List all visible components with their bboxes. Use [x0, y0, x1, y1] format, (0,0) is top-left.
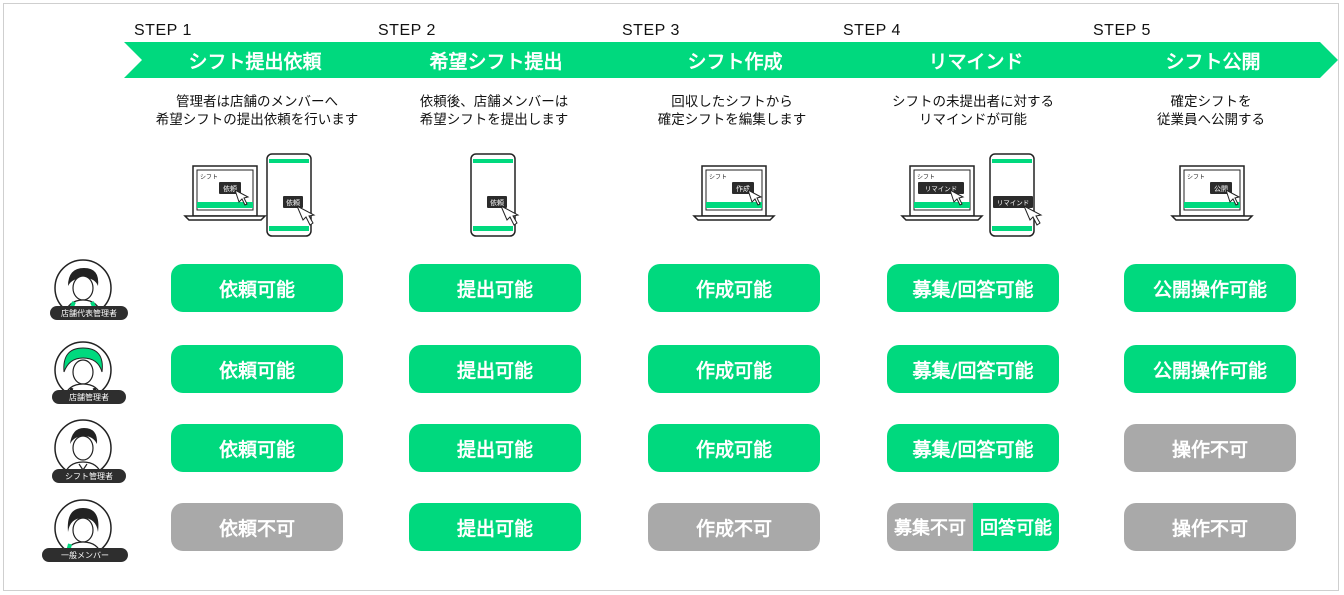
permission-r1-s3: 作成可能 [648, 264, 820, 312]
phone-icon: リマインド [989, 153, 1043, 237]
permission-r1-s2: 提出可能 [409, 264, 581, 312]
svg-text:シフト: シフト [1187, 174, 1205, 181]
step-5-label: STEP 5 [1093, 22, 1151, 39]
permission-r2-s5: 公開操作可能 [1124, 345, 1296, 393]
permission-r2-s3: 作成可能 [648, 345, 820, 393]
step-1-title: シフト提出依頼 [188, 50, 322, 73]
svg-text:シフト: シフト [200, 174, 218, 181]
permission-r4-s4-recruit: 募集不可 [887, 503, 973, 551]
step-3-label: STEP 3 [622, 22, 680, 39]
step-1-description: 管理者は店舗のメンバーへ希望シフトの提出依頼を行います [155, 94, 359, 128]
permission-r2-s1: 依頼可能 [171, 345, 343, 393]
permission-r3-s2: 提出可能 [409, 424, 581, 472]
svg-text:シフト: シフト [709, 174, 727, 181]
step-2-title: 希望シフト提出 [429, 50, 563, 73]
svg-text:依頼: 依頼 [286, 198, 300, 207]
permission-r1-s1: 依頼可能 [171, 264, 343, 312]
step-5-title: シフト公開 [1165, 50, 1261, 73]
step-2-chevron: 希望シフト提出 [366, 42, 626, 78]
step-5-description: 確定シフトを従業員へ公開する [1157, 94, 1265, 128]
permission-r3-s1: 依頼可能 [171, 424, 343, 472]
svg-text:シフト: シフト [917, 174, 935, 181]
svg-text:依頼: 依頼 [223, 184, 237, 193]
step-2-label: STEP 2 [378, 22, 436, 39]
svg-text:作成: 作成 [736, 184, 750, 193]
phone-icon: 依頼 [470, 153, 520, 237]
step-4-description: シフトの未提出者に対するリマインドが可能 [892, 94, 1054, 128]
permission-r3-s3: 作成可能 [648, 424, 820, 472]
permission-r4-s4-answer: 回答可能 [973, 503, 1059, 551]
role-shift-manager: シフト管理者 [52, 469, 126, 483]
step-4-label: STEP 4 [843, 22, 901, 39]
svg-text:依頼: 依頼 [490, 198, 504, 207]
step-3-description: 回収したシフトから確定シフトを編集します [657, 94, 807, 128]
permission-r4-s3: 作成不可 [648, 503, 820, 551]
step-1-label: STEP 1 [134, 22, 192, 39]
permission-r4-s5: 操作不可 [1124, 503, 1296, 551]
laptop-icon: シフト 作成 [692, 165, 776, 221]
permission-r3-s4: 募集/回答可能 [887, 424, 1059, 472]
permission-r4-s4: 募集不可 回答可能 [887, 503, 1059, 551]
step-1-illustration: シフト 依頼 依頼 [183, 153, 316, 237]
step-3-title: シフト作成 [687, 50, 783, 73]
permission-r2-s4: 募集/回答可能 [887, 345, 1059, 393]
permission-r4-s1: 依頼不可 [171, 503, 343, 551]
step-4-illustration: シフト リマインド リマインド [900, 153, 1043, 237]
phone-icon: 依頼 [266, 153, 316, 237]
step-5-illustration: シフト 公開 [1170, 165, 1254, 221]
step-1-chevron: シフト提出依頼 [124, 42, 386, 78]
permission-r2-s2: 提出可能 [409, 345, 581, 393]
step-4-chevron: リマインド [844, 42, 1108, 78]
permission-r4-s2: 提出可能 [409, 503, 581, 551]
svg-text:公開: 公開 [1214, 185, 1228, 193]
permission-r1-s4: 募集/回答可能 [887, 264, 1059, 312]
step-2-illustration: 依頼 [470, 153, 520, 237]
svg-text:リマインド: リマインド [925, 185, 958, 193]
svg-text:リマインド: リマインド [997, 199, 1030, 207]
permission-r3-s5: 操作不可 [1124, 424, 1296, 472]
laptop-icon: シフト 依頼 [183, 165, 267, 221]
step-5-chevron: シフト公開 [1088, 42, 1338, 78]
laptop-icon: シフト リマインド [900, 165, 984, 221]
step-2-description: 依頼後、店舗メンバーは希望シフトを提出します [419, 94, 569, 128]
step-4-title: リマインド [928, 50, 1024, 73]
role-general-member: 一般メンバー [42, 548, 128, 562]
role-store-manager: 店舗管理者 [52, 390, 126, 404]
laptop-icon: シフト 公開 [1170, 165, 1254, 221]
permission-r1-s5: 公開操作可能 [1124, 264, 1296, 312]
step-3-illustration: シフト 作成 [692, 165, 776, 221]
role-store-representative: 店舗代表管理者 [50, 306, 128, 320]
step-3-chevron: シフト作成 [606, 42, 864, 78]
